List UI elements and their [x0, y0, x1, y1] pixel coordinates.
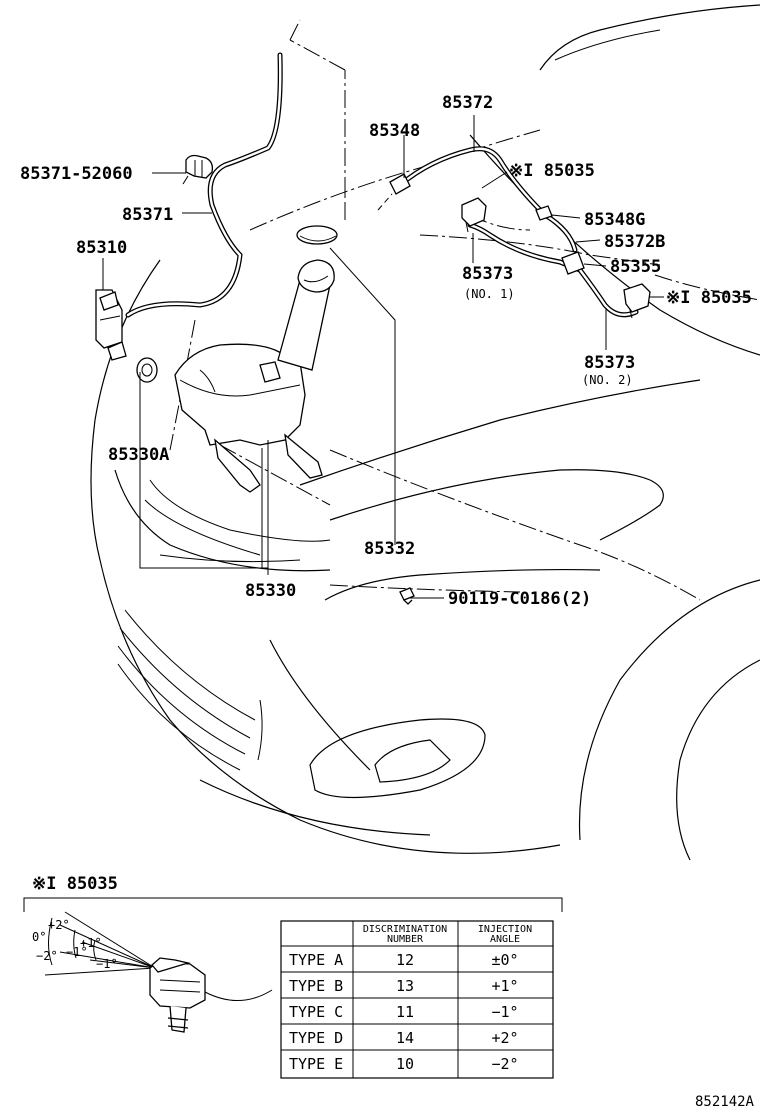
washer-hose-85371	[125, 52, 283, 318]
row-a-number: 12	[396, 951, 414, 969]
header-injection-1: INJECTION	[478, 924, 532, 935]
callout-85330: 85330	[245, 581, 296, 601]
callout-85373-no1: 85373	[462, 264, 513, 284]
row-c-angle: −1°	[491, 1003, 518, 1021]
callout-85310: 85310	[76, 238, 127, 258]
angle-minus1a: −1°	[66, 945, 88, 959]
row-e-angle: −2°	[491, 1055, 518, 1073]
row-d-type: TYPE D	[289, 1029, 343, 1047]
injection-table: DISCRIMINATION NUMBER INJECTION ANGLE TY…	[280, 920, 554, 1079]
angle-fan: 0° +2° +1° −2° −1° −1°	[32, 911, 156, 976]
row-c-type: TYPE C	[289, 1003, 343, 1021]
callout-85373-no2: 85373	[584, 353, 635, 373]
row-b-angle: +1°	[491, 977, 518, 995]
nozzle-detail: ※I 85035 0° +2° +1° −2° −1° −1°	[23, 874, 563, 1079]
washer-nozzle-right	[623, 283, 651, 319]
detail-nozzle	[149, 957, 273, 1033]
callout-85355: 85355	[610, 257, 661, 277]
header-discrimination-2: NUMBER	[387, 934, 424, 945]
header-discrimination-1: DISCRIMINATION	[363, 924, 447, 935]
row-d-number: 14	[396, 1029, 414, 1047]
angle-minus1b: −1°	[96, 957, 118, 971]
row-a-type: TYPE A	[289, 951, 343, 969]
callout-85332: 85332	[364, 539, 415, 559]
callout-85372: 85372	[442, 93, 493, 113]
callout-85371-52060: 85371-52060	[20, 164, 133, 184]
row-a-angle: ±0°	[491, 951, 518, 969]
hose-clamp	[182, 154, 214, 185]
row-b-number: 13	[396, 977, 414, 995]
row-e-type: TYPE E	[289, 1055, 343, 1073]
header-injection-2: ANGLE	[490, 934, 520, 945]
row-c-number: 11	[396, 1003, 414, 1021]
bolt	[399, 587, 415, 605]
nozzle-hoses	[377, 146, 639, 318]
callout-85035-top: ※I 85035	[509, 161, 595, 181]
callout-labels: 85371-52060 85371 85310 85330A 85330 853…	[20, 93, 752, 609]
callout-85035-right: ※I 85035	[666, 288, 752, 308]
row-b-type: TYPE B	[289, 977, 343, 995]
leader-lines	[102, 115, 664, 599]
angle-plus1: +1°	[80, 936, 102, 950]
callout-85348: 85348	[369, 121, 420, 141]
angle-plus2: +2°	[48, 918, 70, 932]
callout-85330a: 85330A	[108, 445, 169, 465]
washer-pump	[95, 289, 127, 361]
detail-title: ※I 85035	[32, 874, 118, 894]
callout-85373-no2-sub: (NO. 2)	[582, 373, 633, 387]
washer-nozzle-left	[461, 197, 487, 233]
callout-85372b: 85372B	[604, 232, 665, 252]
row-d-angle: +2°	[491, 1029, 518, 1047]
callout-85373-no1-sub: (NO. 1)	[464, 287, 515, 301]
tank-cap	[296, 225, 338, 245]
grommet	[136, 357, 158, 383]
angle-0: 0°	[32, 930, 46, 944]
figure-code: 852142A	[695, 1094, 755, 1110]
washer-tank	[174, 259, 335, 493]
callout-90119: 90119-C0186(2)	[448, 589, 591, 609]
car-body-outline	[90, 4, 760, 861]
callout-85348g: 85348G	[584, 210, 645, 230]
callout-85371: 85371	[122, 205, 173, 225]
angle-minus2: −2°	[36, 949, 58, 963]
row-e-number: 10	[396, 1055, 414, 1073]
